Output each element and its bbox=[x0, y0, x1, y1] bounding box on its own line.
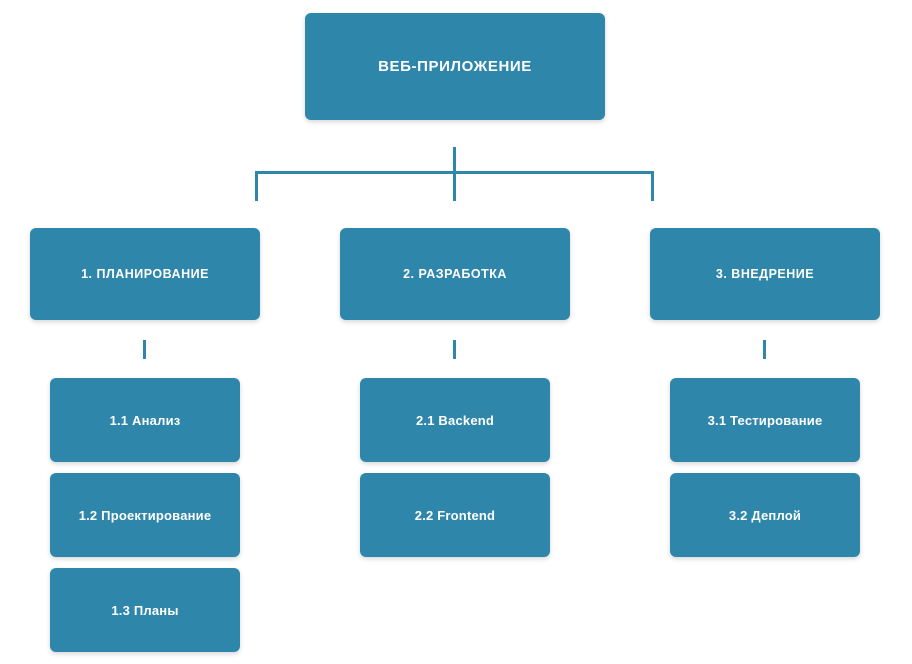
root-stem-connector bbox=[453, 147, 456, 201]
branch-drop-connector-3 bbox=[651, 171, 654, 201]
task-node-1-2[interactable]: 1.2 Проектирование bbox=[50, 473, 240, 557]
branch-bus-connector bbox=[255, 171, 654, 174]
task-node-2-1[interactable]: 2.1 Backend bbox=[360, 378, 550, 462]
root-node[interactable]: ВЕБ-ПРИЛОЖЕНИЕ bbox=[305, 13, 605, 120]
phase-node-3[interactable]: 3. ВНЕДРЕНИЕ bbox=[650, 228, 880, 320]
phase-node-2[interactable]: 2. РАЗРАБОТКА bbox=[340, 228, 570, 320]
task-node-3-1[interactable]: 3.1 Тестирование bbox=[670, 378, 860, 462]
task-node-1-1[interactable]: 1.1 Анализ bbox=[50, 378, 240, 462]
phase-task-connector-3 bbox=[763, 340, 766, 359]
branch-drop-connector-1 bbox=[255, 171, 258, 201]
task-node-3-2[interactable]: 3.2 Деплой bbox=[670, 473, 860, 557]
task-node-1-3[interactable]: 1.3 Планы bbox=[50, 568, 240, 652]
phase-task-connector-2 bbox=[453, 340, 456, 359]
phase-node-1[interactable]: 1. ПЛАНИРОВАНИЕ bbox=[30, 228, 260, 320]
task-node-2-2[interactable]: 2.2 Frontend bbox=[360, 473, 550, 557]
phase-task-connector-1 bbox=[143, 340, 146, 359]
